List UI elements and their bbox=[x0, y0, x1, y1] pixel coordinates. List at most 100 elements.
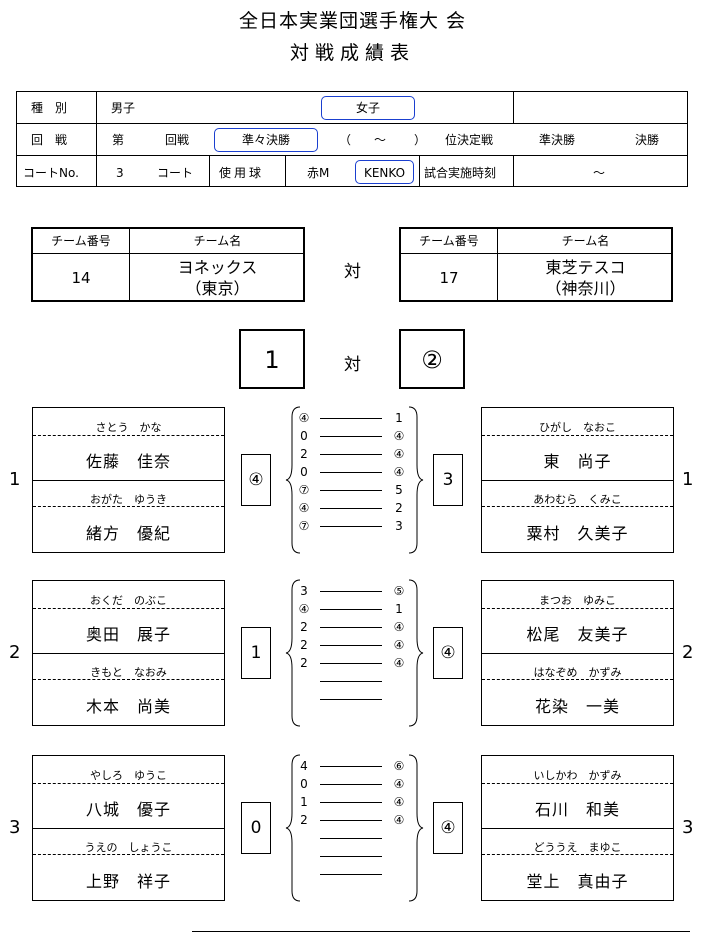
kana-divider bbox=[482, 679, 673, 680]
pair-divider bbox=[482, 828, 673, 829]
round-label: 回 戦 bbox=[31, 133, 68, 147]
player-kana: いしかわ かずみ bbox=[533, 769, 622, 782]
game-line bbox=[320, 591, 382, 592]
team-right-prefecture: （神奈川） bbox=[545, 279, 626, 298]
pair-divider bbox=[482, 480, 673, 481]
player-kana: どううえ まゆこ bbox=[533, 841, 622, 854]
game-line bbox=[320, 526, 382, 527]
match-number: 1 bbox=[9, 469, 21, 490]
right-games-won: ④ bbox=[433, 627, 463, 679]
game-line bbox=[320, 472, 382, 473]
player-kana: うえの しょうこ bbox=[84, 841, 173, 854]
player-name: 佐藤 佳奈 bbox=[85, 452, 171, 471]
right-games-won: ④ bbox=[433, 802, 463, 854]
pair-divider bbox=[482, 653, 673, 654]
player-name: 松尾 友美子 bbox=[526, 625, 629, 644]
brace-left bbox=[285, 754, 301, 902]
match-number: 1 bbox=[682, 469, 694, 490]
time-separator: ～ bbox=[593, 166, 606, 180]
game-score-left: 2 bbox=[300, 813, 308, 827]
team-right-name: 東芝テスコ bbox=[545, 258, 626, 277]
selected-circle bbox=[214, 128, 318, 152]
game-score-right: ④ bbox=[393, 656, 405, 670]
kana-divider bbox=[482, 783, 673, 784]
team-name-header: チーム名 bbox=[193, 234, 242, 248]
game-score-right: ④ bbox=[393, 813, 405, 827]
team-left-score: 1 bbox=[239, 329, 305, 389]
game-line bbox=[320, 784, 382, 785]
brace-left bbox=[285, 579, 301, 727]
player-box-left: やしろ ゆうこ八城 優子うえの しょうこ上野 祥子 bbox=[32, 755, 225, 901]
game-line bbox=[320, 874, 382, 875]
time-label: 試合実施時刻 bbox=[424, 166, 497, 180]
game-line bbox=[320, 490, 382, 491]
game-score-left: ④ bbox=[298, 602, 310, 616]
player-name: 上野 祥子 bbox=[85, 872, 171, 891]
game-line bbox=[320, 436, 382, 437]
player-kana: ひがし なおこ bbox=[539, 421, 616, 434]
game-line bbox=[320, 418, 382, 419]
left-games-won: ④ bbox=[241, 454, 271, 506]
game-line bbox=[320, 766, 382, 767]
game-score-right: 1 bbox=[395, 411, 403, 425]
team-number-header: チーム番号 bbox=[419, 234, 479, 248]
game-score-left: ④ bbox=[298, 411, 310, 425]
game-line bbox=[320, 627, 382, 628]
team-left-prefecture: （東京） bbox=[185, 279, 250, 298]
tournament-title: 全日本実業団選手権大 会 bbox=[238, 10, 467, 32]
game-score-right: ④ bbox=[393, 638, 405, 652]
ball-label: 使用球 bbox=[219, 166, 265, 180]
game-line bbox=[320, 681, 382, 682]
selected-circle bbox=[321, 96, 415, 120]
game-score-left: 0 bbox=[300, 777, 308, 791]
player-name: 堂上 真由子 bbox=[526, 872, 629, 891]
player-kana: おくだ のぶこ bbox=[90, 594, 167, 607]
game-score-left: 0 bbox=[300, 465, 308, 479]
team-right-number: 17 bbox=[439, 269, 459, 287]
pair-divider bbox=[33, 828, 224, 829]
match-number: 2 bbox=[682, 642, 694, 663]
player-box-left: さとう かな佐藤 佳奈おがた ゆうき緒方 優紀 bbox=[32, 407, 225, 553]
kana-divider bbox=[33, 506, 224, 507]
game-line bbox=[320, 802, 382, 803]
player-box-right: ひがし なおこ東 尚子あわむら くみこ粟村 久美子 bbox=[481, 407, 674, 553]
category-men: 男子 bbox=[111, 101, 136, 115]
game-score-left: 0 bbox=[300, 429, 308, 443]
kana-divider bbox=[33, 679, 224, 680]
brace-left bbox=[285, 406, 301, 554]
court-text: コート bbox=[157, 166, 194, 180]
kana-divider bbox=[33, 783, 224, 784]
pair-divider bbox=[33, 653, 224, 654]
player-box-right: まつお ゆみこ松尾 友美子はなぞめ かずみ花染 一美 bbox=[481, 580, 674, 726]
brace-right bbox=[408, 579, 424, 727]
round-final: 決勝 bbox=[635, 133, 660, 147]
round-quarterfinal: 準々決勝 bbox=[241, 133, 290, 147]
player-kana: はなぞめ かずみ bbox=[533, 666, 622, 679]
player-kana: さとう かな bbox=[95, 421, 162, 434]
game-line bbox=[320, 856, 382, 857]
kana-divider bbox=[482, 506, 673, 507]
game-score-right: ⑤ bbox=[393, 584, 405, 598]
team-number-header: チーム番号 bbox=[51, 234, 111, 248]
kana-divider bbox=[33, 608, 224, 609]
game-score-right: ④ bbox=[393, 795, 405, 809]
player-name: 緒方 優紀 bbox=[85, 524, 171, 543]
round-semifinal: 準決勝 bbox=[539, 133, 576, 147]
game-line bbox=[320, 609, 382, 610]
game-score-left: ⑦ bbox=[298, 483, 310, 497]
player-kana: まつお ゆみこ bbox=[539, 594, 616, 607]
selected-circle bbox=[355, 160, 414, 184]
team-left-box: チーム番号 チーム名 14 ヨネックス （東京） bbox=[31, 227, 305, 302]
game-score-left: 2 bbox=[300, 620, 308, 634]
game-score-left: 1 bbox=[300, 795, 308, 809]
player-name: 八城 優子 bbox=[85, 800, 171, 819]
brace-right bbox=[408, 754, 424, 902]
match-number: 2 bbox=[9, 642, 21, 663]
player-name: 花染 一美 bbox=[534, 697, 620, 716]
player-box-left: おくだ のぶこ奥田 展子きもと なおみ木本 尚美 bbox=[32, 580, 225, 726]
player-kana: あわむら くみこ bbox=[533, 493, 622, 506]
game-score-left: 2 bbox=[300, 638, 308, 652]
left-games-won: 1 bbox=[241, 627, 271, 679]
game-line bbox=[320, 838, 382, 839]
paren-open: （ bbox=[339, 133, 352, 147]
